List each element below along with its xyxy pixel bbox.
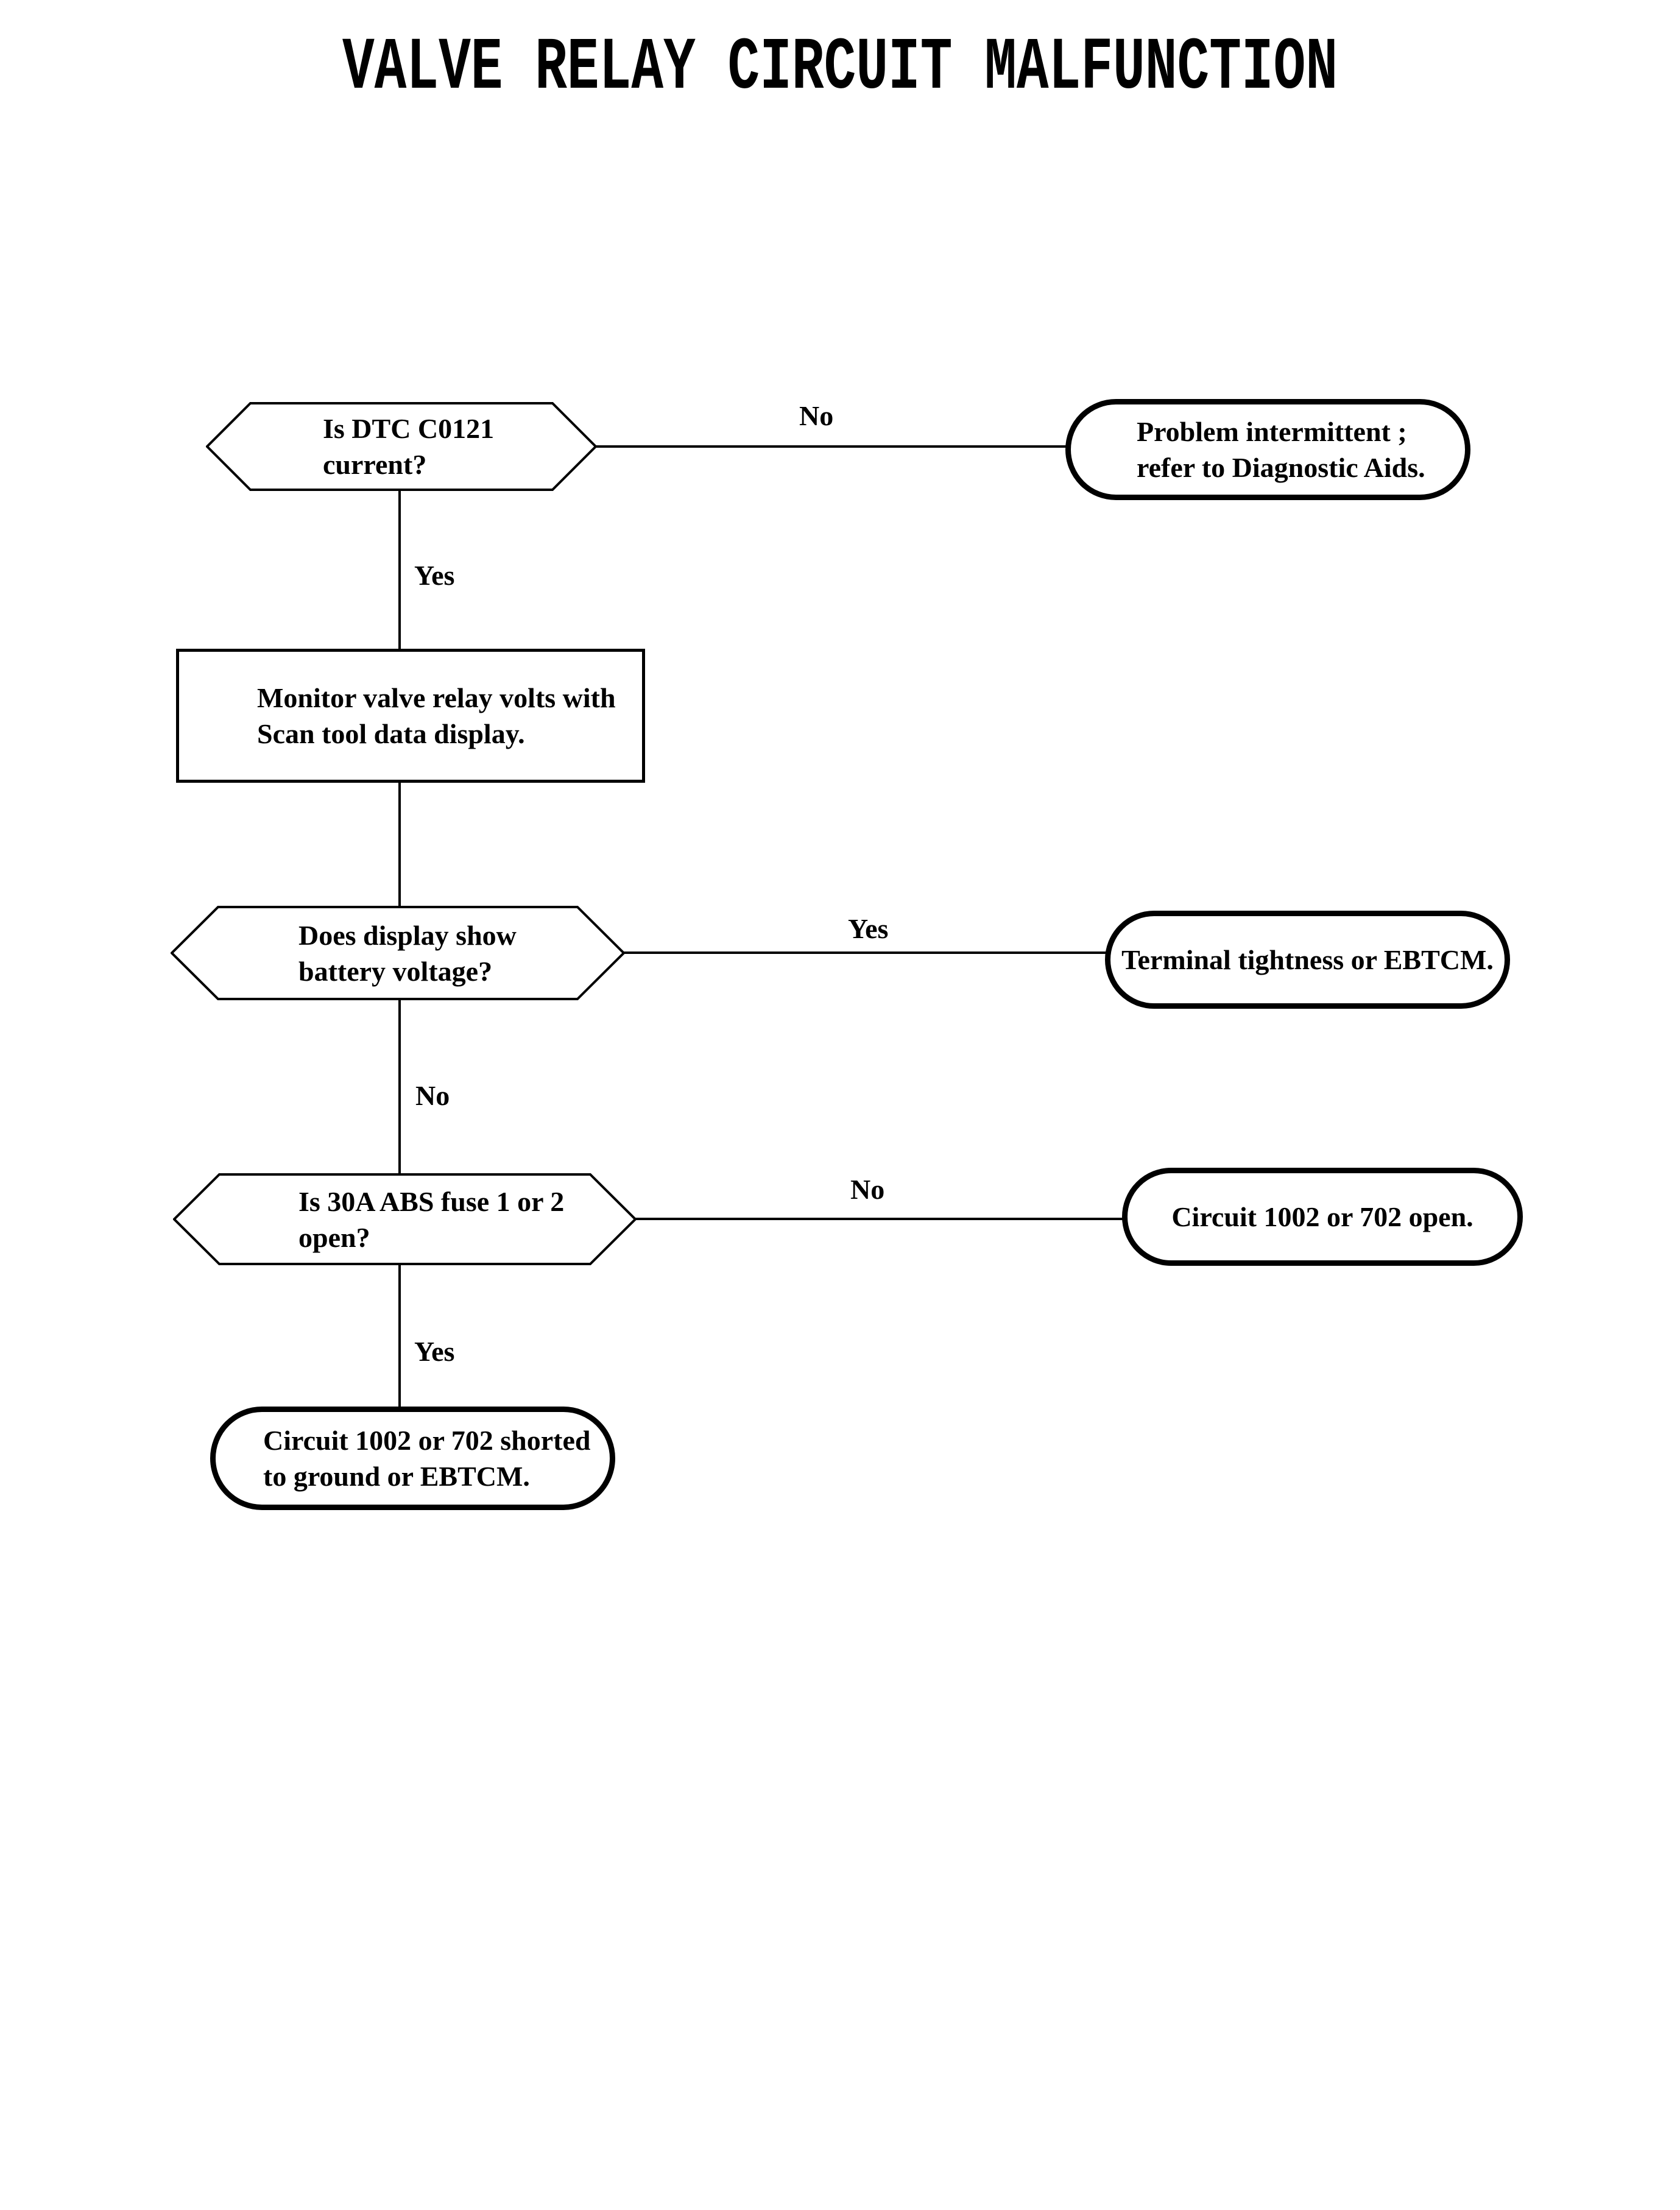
terminal-circuit-shorted: Circuit 1002 or 702 shorted to ground or… (210, 1407, 615, 1510)
process-text-line: Monitor valve relay volts with (257, 682, 616, 713)
terminal-text-line: to ground or EBTCM. (263, 1461, 530, 1492)
connector-process-out (398, 780, 401, 909)
terminal-circuit-open: Circuit 1002 or 702 open. (1122, 1168, 1523, 1266)
edge-label-battery-yes: Yes (848, 913, 889, 944)
terminal-text-line: Terminal tightness or EBTCM. (1121, 944, 1494, 975)
terminal-text-line: Circuit 1002 or 702 shorted (263, 1425, 591, 1456)
connector-dtc-no (594, 445, 1069, 448)
hexagon-outline (206, 402, 597, 491)
terminal-text-line: refer to Diagnostic Aids. (1137, 452, 1425, 483)
connector-battery-yes (621, 951, 1109, 954)
decision-text-line: Is DTC C0121 (323, 413, 495, 444)
decision-text-line: Does display show (298, 919, 517, 951)
decision-text-line: open? (298, 1221, 370, 1253)
terminal-text-line: Problem intermittent ; (1137, 416, 1407, 447)
decision-battery-voltage: Does display show battery voltage? (171, 906, 625, 1000)
decision-text-line: current? (323, 449, 427, 480)
edge-label-dtc-no: No (799, 400, 834, 431)
decision-dtc-current: Is DTC C0121 current? (206, 402, 597, 491)
terminal-tightness-ebtcm: Terminal tightness or EBTCM. (1105, 911, 1510, 1009)
hexagon-outline (173, 1173, 637, 1265)
connector-fuse-no (634, 1218, 1126, 1220)
edge-label-fuse-no: No (850, 1174, 885, 1205)
connector-battery-no (398, 998, 401, 1176)
page-title: VALVE RELAY CIRCUIT MALFUNCTION (342, 26, 1338, 110)
decision-text-line: battery voltage? (298, 955, 493, 987)
terminal-problem-intermittent: Problem intermittent ; refer to Diagnost… (1065, 399, 1470, 500)
edge-label-battery-no: No (415, 1080, 450, 1111)
connector-fuse-yes (398, 1263, 401, 1409)
connector-dtc-yes (398, 487, 401, 652)
process-monitor-valve-relay: Monitor valve relay volts with Scan tool… (176, 649, 645, 783)
decision-text-line: Is 30A ABS fuse 1 or 2 (298, 1185, 565, 1217)
hexagon-outline (171, 906, 625, 1000)
edge-label-fuse-yes: Yes (414, 1336, 455, 1367)
edge-label-dtc-yes: Yes (414, 560, 455, 591)
process-text-line: Scan tool data display. (257, 718, 525, 749)
decision-fuse-open: Is 30A ABS fuse 1 or 2 open? (173, 1173, 637, 1265)
terminal-text-line: Circuit 1002 or 702 open. (1171, 1201, 1474, 1232)
